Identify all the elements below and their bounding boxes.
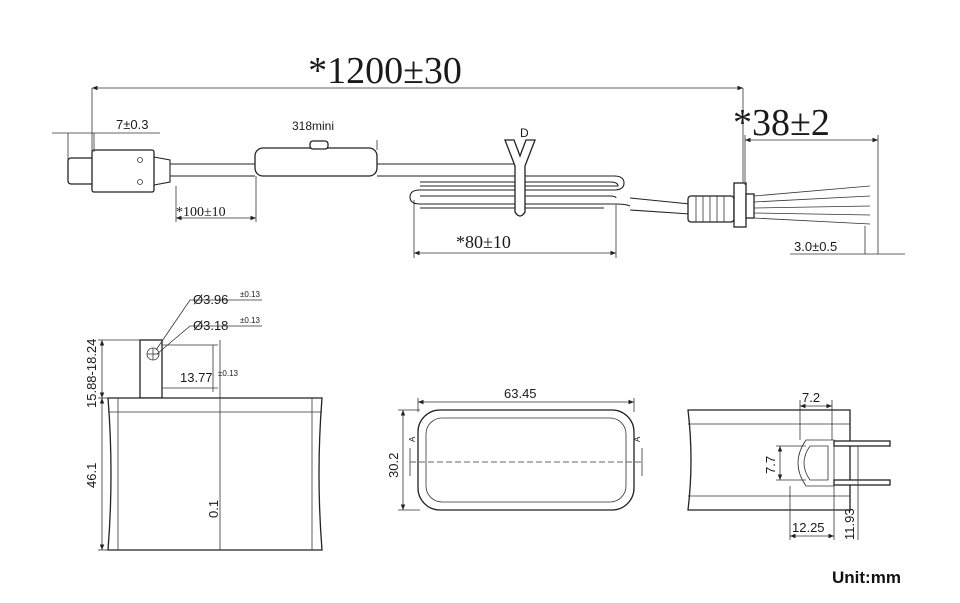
coil-length-label: *80±10	[456, 232, 511, 252]
end-depth-label: 11.93	[842, 508, 857, 540]
pin-length-label: 15.88-18.24	[84, 339, 99, 408]
pin-offset-tol-label: ±0.13	[218, 369, 239, 378]
pin-outer-dia-label: Ø3.96	[193, 292, 228, 307]
strain-relief	[687, 182, 755, 228]
front-outline-inner	[425, 417, 627, 503]
front-outline-outer	[417, 409, 635, 511]
front-view: A A 63.45 30.2	[386, 386, 643, 511]
clip-label: D	[520, 126, 529, 140]
section-mark-left: A	[408, 436, 417, 442]
end-view: 7.2 7.7 12.25 11.93	[687, 390, 891, 540]
pin-offset-label: 13.77	[180, 370, 213, 385]
unit-label: Unit:mm	[832, 568, 901, 587]
end-bottom-width-label: 12.25	[792, 520, 825, 535]
side-view: Ø3.96 ±0.13 Ø3.18 ±0.13 13.77 ±0.13 15.8…	[84, 290, 323, 551]
wire-leads	[753, 185, 871, 225]
usb-plug	[67, 149, 171, 193]
end-pin-gap-label: 7.7	[763, 456, 778, 474]
cable-coil	[409, 175, 631, 209]
end-pin-bottom	[833, 479, 891, 486]
section-mark-right: A	[633, 436, 642, 442]
small-gap-label: 0.1	[206, 500, 221, 518]
inline-switch	[254, 140, 378, 177]
end-top-width-label: 7.2	[802, 390, 820, 405]
front-height-label: 30.2	[386, 453, 401, 478]
end-pin-top	[833, 440, 891, 447]
strip-length-label: 3.0±0.5	[794, 239, 837, 254]
total-length-label: *1200±30	[308, 50, 462, 92]
switch-distance-label: *100±10	[176, 205, 226, 220]
end-body	[687, 409, 851, 511]
front-width-label: 63.45	[504, 386, 537, 401]
plug-length-label: 7±0.3	[116, 117, 148, 132]
cable-clip	[504, 139, 536, 217]
charger-body	[107, 397, 323, 551]
tip-length-label: *38±2	[733, 102, 830, 144]
pin-inner-tol-label: ±0.13	[240, 316, 261, 325]
body-height-label: 46.1	[84, 463, 99, 488]
pin-inner-dia-label: Ø3.18	[193, 318, 228, 333]
cable-assembly: *1200±30 7±0.3 318mini *100±10	[52, 50, 905, 258]
pin-outer-tol-label: ±0.13	[240, 290, 261, 299]
switch-model-label: 318mini	[292, 119, 334, 133]
